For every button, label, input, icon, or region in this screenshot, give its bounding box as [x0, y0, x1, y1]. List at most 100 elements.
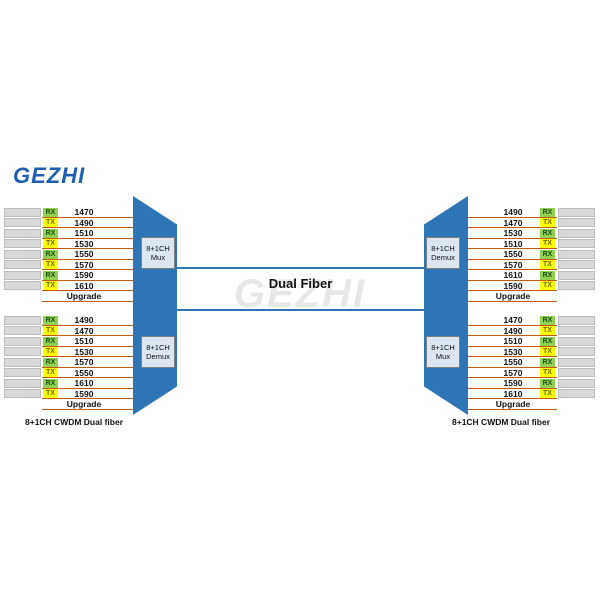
rx-badge: RX	[43, 378, 58, 388]
left-transceiver-body	[133, 196, 177, 415]
tx-badge: TX	[540, 218, 555, 227]
port-box	[558, 249, 595, 259]
wavelength-label: Upgrade	[66, 291, 102, 301]
watermark-text: GEZHI	[233, 272, 367, 316]
channel-line	[42, 387, 133, 389]
right-mux-box: 8+1CH Mux	[426, 336, 460, 368]
port-box	[558, 207, 595, 217]
wavelength-label: 1610	[74, 378, 94, 388]
channel-line	[42, 300, 133, 302]
rx-badge: RX	[540, 270, 555, 280]
port-box	[4, 315, 41, 325]
tx-badge: TX	[43, 239, 58, 248]
channel-line	[468, 237, 557, 239]
channel-line	[42, 335, 133, 336]
channel-line	[468, 356, 557, 357]
rx-badge: RX	[43, 336, 58, 346]
port-box	[4, 218, 41, 227]
port-box	[558, 218, 595, 227]
port-box	[558, 326, 595, 335]
tx-badge: TX	[43, 260, 58, 269]
wavelength-label: 1550	[74, 367, 94, 378]
right-transceiver-body	[424, 196, 468, 415]
port-box	[4, 326, 41, 335]
tx-badge: TX	[43, 218, 58, 227]
tx-badge: TX	[540, 239, 555, 248]
channel-row: Upgrade	[4, 291, 133, 302]
channel-line	[468, 227, 557, 228]
wavelength-label: 1570	[503, 259, 523, 270]
channel-row: 1570 TX	[4, 259, 133, 270]
channel-line	[42, 237, 133, 239]
left-unit-caption: 8+1CH CWDM Dual fiber	[25, 417, 123, 427]
right-unit-caption: 8+1CH CWDM Dual fiber	[452, 417, 550, 427]
channel-line	[468, 216, 557, 218]
wavelength-label: 1510	[503, 336, 523, 346]
port-box	[558, 281, 595, 290]
channel-row: 1550 RX	[468, 357, 596, 368]
left-mux-box: 8+1CH Mux	[141, 237, 175, 269]
tx-badge: TX	[540, 260, 555, 269]
wavelength-label: 1530	[74, 346, 94, 357]
port-box	[558, 368, 595, 377]
rx-badge: RX	[540, 357, 555, 367]
fiber-line-bottom	[177, 309, 424, 311]
port-box	[4, 281, 41, 290]
rx-badge: RX	[540, 249, 555, 259]
rx-badge: RX	[43, 207, 58, 217]
channel-line	[42, 269, 133, 270]
wavelength-label: 1470	[74, 207, 94, 217]
port-box	[558, 228, 595, 238]
right-demux-box: 8+1CH Demux	[426, 237, 460, 269]
wavelength-label: 1590	[74, 270, 94, 280]
channel-row: Upgrade	[468, 399, 596, 410]
channel-line	[468, 300, 557, 302]
channel-line	[468, 290, 557, 291]
channel-row: 1530 TX	[4, 238, 133, 249]
wavelength-label: 1530	[74, 238, 94, 249]
wavelength-label: 1550	[503, 357, 523, 367]
wavelength-label: 1470	[503, 315, 523, 325]
channel-row: 1570 TX	[468, 259, 596, 270]
channel-line	[42, 248, 133, 249]
channel-line	[468, 258, 557, 260]
wavelength-label: 1570	[74, 259, 94, 270]
rx-badge: RX	[540, 378, 555, 388]
tx-badge: TX	[43, 389, 58, 398]
rx-badge: RX	[43, 270, 58, 280]
port-box	[4, 378, 41, 388]
rx-badge: RX	[540, 228, 555, 238]
port-box	[558, 270, 595, 280]
channel-line	[42, 258, 133, 260]
wavelength-label: 1490	[74, 315, 94, 325]
port-box	[4, 260, 41, 269]
port-box	[558, 315, 595, 325]
port-box	[4, 368, 41, 377]
left-demux-box: 8+1CH Demux	[141, 336, 175, 368]
rx-badge: RX	[43, 357, 58, 367]
port-box	[558, 347, 595, 356]
wavelength-label: 1610	[74, 280, 94, 291]
tx-badge: TX	[540, 281, 555, 290]
port-box	[4, 270, 41, 280]
channel-line	[42, 356, 133, 357]
port-box	[558, 357, 595, 367]
